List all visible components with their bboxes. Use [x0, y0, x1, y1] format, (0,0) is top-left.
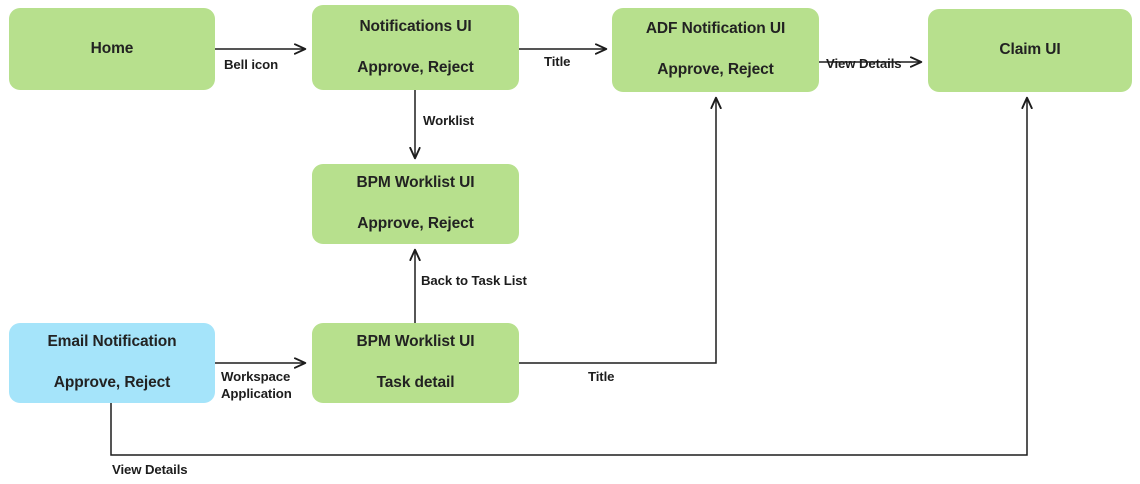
node-notifications-ui[interactable]: Notifications UI Approve, Reject — [312, 5, 519, 90]
node-actions: Approve, Reject — [357, 58, 474, 76]
node-title: Email Notification — [47, 333, 177, 351]
node-title: ADF Notification UI — [645, 20, 786, 38]
edge-label-task-detail-to-adf: Title — [588, 369, 615, 384]
edge-label-email-to-claim: View Details — [112, 462, 188, 477]
edge-label-home-to-notifications: Bell icon — [224, 57, 279, 72]
node-actions: Task detail — [376, 374, 455, 391]
node-title: BPM Worklist UI — [356, 333, 475, 351]
edge-label-adf-to-claim: View Details — [826, 56, 902, 71]
node-actions: Approve, Reject — [53, 374, 171, 391]
edge-task-detail-to-adf — [519, 98, 716, 364]
edge-label-notifications-to-adf: Title — [544, 54, 571, 69]
node-title: Claim UI — [999, 41, 1061, 59]
edge-label-task-detail-to-worklist: Back to Task List — [421, 273, 527, 288]
node-bpm-worklist-ui-approve[interactable]: BPM Worklist UI Approve, Reject — [312, 164, 519, 244]
node-title: Notifications UI — [359, 17, 472, 35]
node-claim-ui[interactable]: Claim UI — [928, 9, 1132, 92]
node-title: BPM Worklist UI — [356, 174, 475, 192]
node-actions: Approve, Reject — [657, 61, 774, 78]
node-adf-notification-ui[interactable]: ADF Notification UI Approve, Reject — [612, 8, 819, 92]
edge-label-email-to-task-detail: Workspace Application — [221, 369, 292, 401]
node-home[interactable]: Home — [9, 8, 215, 90]
edge-label-notifications-to-bpm-worklist: Worklist — [423, 113, 474, 128]
node-bpm-worklist-ui-task-detail[interactable]: BPM Worklist UI Task detail — [312, 323, 519, 403]
node-title: Home — [90, 39, 134, 57]
node-actions: Approve, Reject — [357, 215, 474, 232]
